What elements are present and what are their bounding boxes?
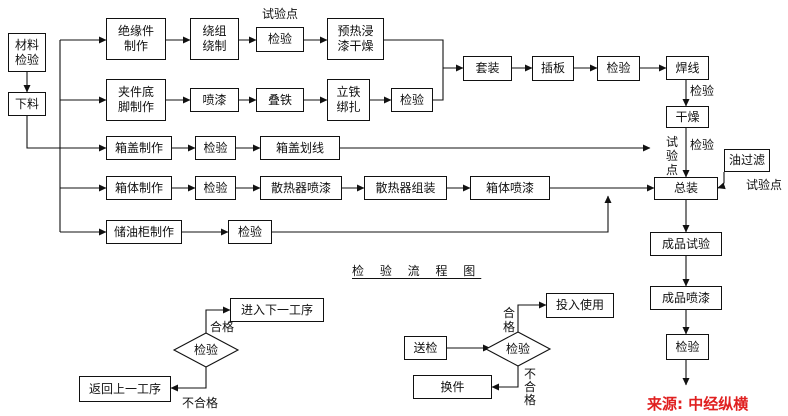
label-test-point-top: 试验点 [262, 7, 299, 21]
node-core-bind: 立铁 绑扎 [327, 79, 370, 121]
node-product-spray: 成品喷漆 [650, 286, 722, 310]
node-product-test: 成品试验 [650, 232, 722, 256]
node-core-stack: 叠铁 [256, 88, 304, 112]
node-drying: 干燥 [666, 106, 709, 128]
node-final-assembly: 总装 [654, 177, 718, 200]
node-check-cover: 检验 [195, 136, 236, 160]
diagram-title: 检 验 流 程 图 [352, 264, 482, 278]
node-spray-clamp: 喷漆 [190, 88, 239, 112]
legend-left-diamond-label: 检验 [193, 343, 218, 357]
node-check-winding: 检验 [256, 27, 304, 52]
legend-left-pass-label: 合格 [210, 320, 235, 334]
legend-left-fail-label: 不合格 [182, 396, 219, 410]
node-clamp: 夹件底 脚制作 [106, 79, 166, 121]
legend-right-pass-label: 合 格 [503, 306, 516, 334]
node-check-conservator: 检验 [228, 220, 272, 244]
node-welding: 焊线 [666, 56, 709, 80]
node-tank-make: 箱体制作 [106, 176, 172, 200]
legend-left-next-step: 进入下一工序 [230, 298, 324, 322]
node-assemble: 套装 [463, 56, 512, 81]
node-final-check: 检验 [666, 334, 709, 360]
label-check-side: 检验 [690, 138, 715, 152]
node-cover-mark: 箱盖划线 [260, 136, 340, 160]
node-lead-board: 插板 [532, 56, 574, 81]
node-oil-filter: 油过滤 [724, 149, 770, 172]
label-check-after-weld: 检验 [690, 84, 715, 98]
node-preheat: 预热浸 漆干燥 [327, 18, 384, 60]
node-insulation: 绝缘件 制作 [106, 18, 166, 60]
node-radiator-assemble: 散热器组装 [364, 176, 447, 200]
node-radiator-spray: 散热器喷漆 [260, 176, 342, 200]
legend-left-return-step: 返回上一工序 [79, 376, 171, 402]
node-cutting: 下料 [8, 92, 46, 116]
legend-right-replace: 换件 [413, 375, 492, 399]
node-check-assemble: 检验 [597, 56, 640, 81]
label-test-point-oil: 试验点 [746, 178, 783, 192]
node-check-tank: 检验 [195, 176, 236, 200]
node-material-check: 材料 检验 [8, 33, 46, 72]
node-check-core: 检验 [391, 88, 433, 112]
legend-right-use: 投入使用 [546, 293, 614, 318]
label-test-point-side: 试验点 [666, 135, 679, 177]
node-conservator: 储油柜制作 [106, 220, 182, 244]
node-winding: 绕组 绕制 [190, 18, 239, 60]
node-tank-spray: 箱体喷漆 [470, 176, 550, 200]
legend-right-fail-label: 不 合 格 [524, 367, 537, 407]
node-cover-make: 箱盖制作 [106, 136, 172, 160]
legend-right-diamond-label: 检验 [505, 342, 530, 356]
source-caption: 来源: 中经纵横 [647, 395, 749, 413]
legend-right-send: 送检 [404, 336, 447, 360]
